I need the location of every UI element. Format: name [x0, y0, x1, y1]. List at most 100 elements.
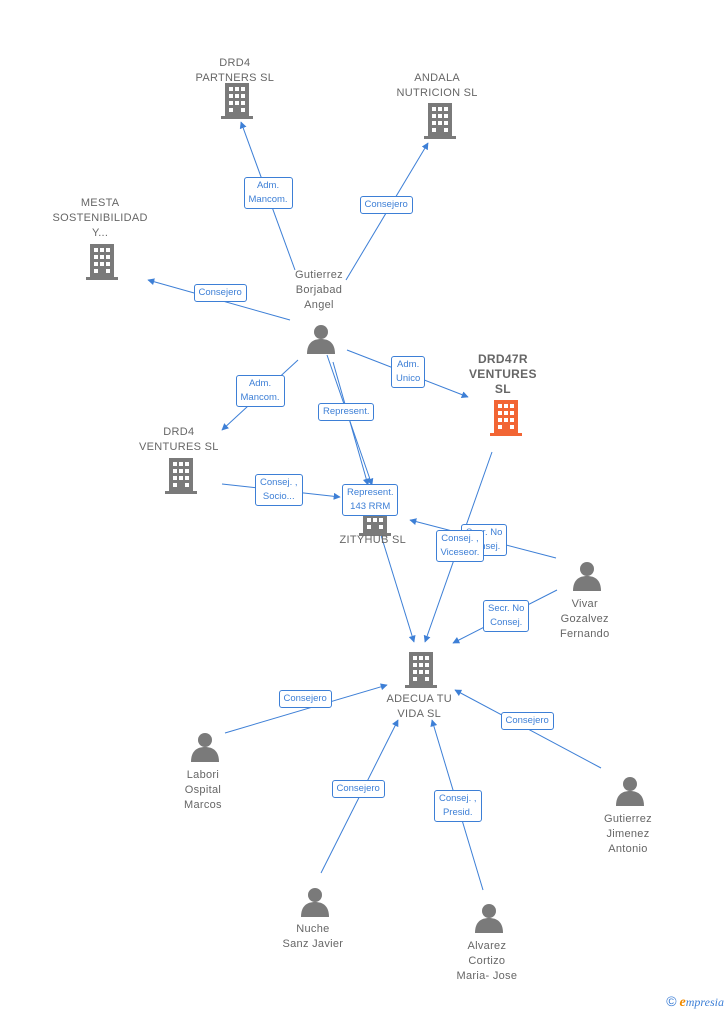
- edge-label-line: Secr. No: [488, 603, 525, 614]
- edge-label-line: Consejero: [336, 783, 380, 794]
- empresia-watermark[interactable]: ©empresia: [666, 993, 724, 1011]
- edge-label-line: Represent.: [347, 487, 394, 498]
- edge-label-alvarez-adecua[interactable]: Consej. ,Presid.: [434, 790, 482, 822]
- node-label-line: DRD47R: [477, 352, 528, 366]
- node-label-line: NUTRICION SL: [396, 87, 478, 99]
- edge-label-line: Adm.: [256, 180, 280, 191]
- edge-label-line: Represent.: [323, 406, 370, 417]
- node-label-line: Jimenez: [606, 828, 650, 840]
- node-label-line: Vivar: [571, 598, 598, 610]
- node-label-line: ZITYHUB SL: [339, 534, 407, 546]
- node-label-line: PARTNERS SL: [195, 72, 275, 84]
- edge-label-line: Socio...: [262, 491, 295, 502]
- edge-label-gutierrez_bor-andala[interactable]: Consejero: [359, 196, 413, 214]
- node-label-line: Angel: [304, 299, 334, 311]
- node-label-line: Antonio: [608, 843, 648, 855]
- edge-label-line: Consejero: [364, 199, 408, 210]
- edge-label-line: Consej. ,: [260, 477, 298, 488]
- node-label-line: Alvarez: [467, 940, 507, 952]
- edge-label-line: Consejero: [198, 287, 242, 298]
- edge-label-line: Consej.: [468, 541, 501, 552]
- edge-label-drd4ventures-zityhub[interactable]: Consej. , Socio...: [255, 474, 303, 506]
- node-label-line: Borjabad: [295, 284, 343, 296]
- edge-label-gutierrez_bor-drd4ventures[interactable]: Adm. Mancom.: [235, 375, 285, 407]
- edge-label-drd47r-adecua[interactable]: Consej. , Viceseor.: [435, 530, 485, 562]
- edge-label-gutierrez_bor-mesta[interactable]: Consejero: [193, 284, 247, 302]
- node-label-line: Ospital: [184, 784, 222, 796]
- node-label-line: SL: [494, 382, 511, 396]
- edge-label-gutierrez_bor-drd47r[interactable]: Adm. Unico: [391, 356, 426, 388]
- building-icon-mesta[interactable]: [86, 244, 118, 280]
- node-label-line: ANDALA: [414, 72, 461, 84]
- person-icon-vivar[interactable]: [573, 562, 601, 591]
- node-label-mesta[interactable]: MESTA SOSTENIBILIDAD Y...: [53, 196, 148, 241]
- node-label-line: MESTA: [80, 197, 120, 209]
- node-label-line: VENTURES SL: [139, 441, 219, 453]
- node-label-line: VENTURES: [469, 367, 537, 381]
- building-icon-drd4partners[interactable]: [221, 83, 253, 119]
- node-label-line: Fernando: [560, 628, 610, 640]
- person-icon-gutierrez_bor[interactable]: [307, 325, 335, 354]
- person-icon-gutierrez_jim[interactable]: [616, 777, 644, 806]
- node-label-line: Labori: [186, 769, 220, 781]
- edge-label-vivar-adecua[interactable]: Secr. No Consej.: [483, 600, 530, 632]
- edge-label-labori-adecua[interactable]: Consejero: [278, 690, 332, 708]
- edge-label-line: Consej. ,: [441, 533, 479, 544]
- edge-label-line: Adm.: [397, 359, 420, 370]
- node-label-line: Sanz Javier: [282, 938, 344, 950]
- node-label-line: Marcos: [184, 799, 222, 811]
- edge-label-nuche-adecua[interactable]: Consejero: [331, 780, 385, 798]
- node-label-andala[interactable]: ANDALA NUTRICION SL: [397, 71, 478, 101]
- person-icon-alvarez[interactable]: [475, 904, 503, 933]
- brand-name: mpresia: [685, 995, 724, 1009]
- node-label-line: DRD4: [219, 57, 251, 69]
- node-label-line: Gutierrez: [295, 269, 343, 281]
- node-label-line: Y...: [91, 227, 109, 239]
- edge-label-gutierrez_jim-adecua[interactable]: Consejero: [500, 712, 554, 730]
- node-label-line: Nuche: [296, 923, 330, 935]
- edge-zityhub-to-adecua: [379, 531, 416, 643]
- edge-label-line: Secr. No: [466, 527, 503, 538]
- node-label-line: Gutierrez: [604, 813, 652, 825]
- edge-label-gutierrez_bor-drd4partners[interactable]: Adm. Mancom.: [243, 177, 293, 209]
- building-icon-drd47r[interactable]: [490, 400, 522, 436]
- brand-initial: e: [679, 995, 686, 1010]
- edge-gutierrez_bor-to-zityhub_b: [332, 361, 370, 486]
- edge-label-line: 143 RRM: [350, 501, 391, 512]
- building-icon-andala[interactable]: [424, 103, 456, 139]
- edge-label-line: Unico: [396, 373, 421, 384]
- edge-label-line: Mancom.: [240, 392, 280, 403]
- edge-label-line: Mancom.: [248, 194, 288, 205]
- edge-label-line: Consejero: [505, 715, 549, 726]
- edge-label-line: Consejero: [283, 693, 327, 704]
- copyright-symbol: ©: [666, 993, 677, 1009]
- edge-label-line: Consej.: [490, 617, 523, 628]
- node-label-line: Gozalvez: [560, 613, 609, 625]
- person-icon-labori[interactable]: [191, 733, 219, 762]
- edge-label-gutierrez_bor-zityhub[interactable]: Represent.: [318, 403, 375, 421]
- node-label-line: SOSTENIBILIDAD: [52, 212, 148, 224]
- node-label-line: DRD4: [163, 426, 195, 438]
- edge-label-line: Viceseor.: [440, 547, 480, 558]
- node-label-line: VIDA SL: [397, 708, 442, 720]
- person-icon-nuche[interactable]: [301, 888, 329, 917]
- node-label-line: Maria- Jose: [456, 970, 518, 982]
- node-label-zityhub[interactable]: ZITYHUB SL: [340, 533, 407, 548]
- building-icon-adecua[interactable]: [405, 652, 437, 688]
- edge-label-zityhub_rep-zityhub[interactable]: Represent. 143 RRM: [342, 484, 399, 516]
- node-label-line: Cortizo: [468, 955, 506, 967]
- building-icon-drd4ventures[interactable]: [165, 458, 197, 494]
- edge-label-line: Consej. ,: [439, 793, 477, 804]
- edge-label-line: Adm.: [248, 378, 272, 389]
- edge-labori-to-adecua: [224, 683, 388, 734]
